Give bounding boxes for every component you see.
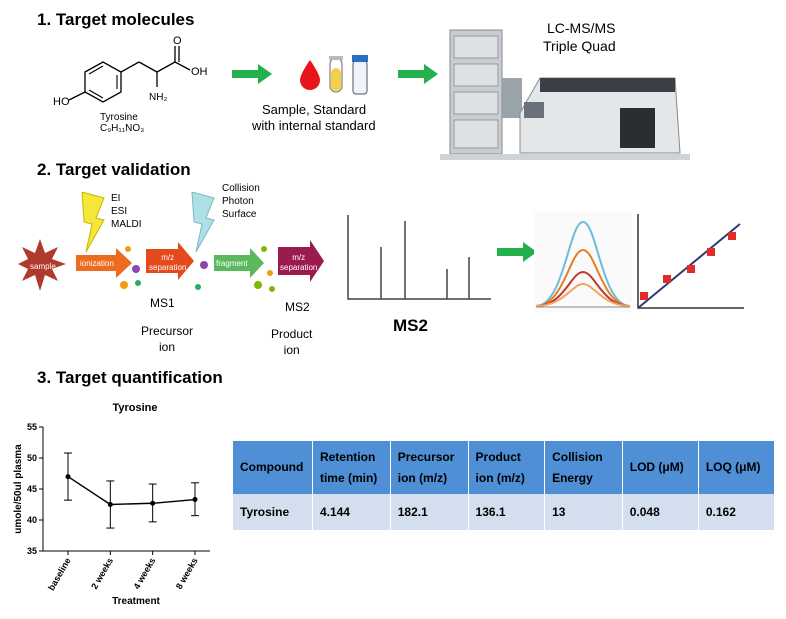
precursor-label: Precursor ion xyxy=(141,323,193,355)
chart-x-axis-label: Treatment xyxy=(112,596,160,607)
flow-mz-separation-label: m/z separation xyxy=(149,253,186,273)
cell-product: 136.1 xyxy=(468,494,546,530)
instrument-label-line2: Triple Quad xyxy=(543,38,616,54)
calibration-curve-image xyxy=(637,214,744,309)
chart-y-tick-label: 40 xyxy=(27,515,37,525)
chart-series-line xyxy=(67,476,196,506)
cell-collision: 13 xyxy=(544,494,623,530)
ms-flow-diagram xyxy=(18,239,324,292)
instrument-label-line1: LC-MS/MS xyxy=(547,20,616,36)
col-header-compound: Compound xyxy=(233,441,313,494)
flow-mz-line: m/z xyxy=(161,253,175,262)
arrow-right-icon xyxy=(497,242,537,262)
tube-yellow-icon xyxy=(329,56,343,93)
tube-blue-icon xyxy=(352,55,368,95)
ionization-method: MALDI xyxy=(111,219,142,230)
arrow-right-icon xyxy=(398,64,438,84)
precursor-line2: ion xyxy=(159,340,176,354)
ionization-method: ESI xyxy=(111,206,128,217)
flow-sample-label: sample xyxy=(30,262,56,271)
ms2-spectrum xyxy=(347,215,491,300)
tyrosine-atom-nh2: NH₂ xyxy=(149,92,167,103)
cell-lod: 0.048 xyxy=(622,494,699,530)
ms2-small-label: MS2 xyxy=(285,300,310,314)
chart-data-point xyxy=(192,497,198,503)
fragmentation-method: Photon xyxy=(222,196,254,207)
chart-y-tick-label: 50 xyxy=(27,453,37,463)
chart-y-tick-label: 45 xyxy=(27,484,37,494)
arrow-right-icon xyxy=(232,64,272,84)
tyrosine-structure: HO O OH NH₂ Tyrosine C₉H₁₁NO₃ xyxy=(53,35,208,132)
product-line2: ion xyxy=(283,343,300,357)
tyrosine-name: Tyrosine xyxy=(100,112,138,123)
chart-x-tick-label: 2 weeks xyxy=(89,556,115,591)
cell-compound: Tyrosine xyxy=(233,494,313,530)
chart-data-point xyxy=(107,502,113,507)
tyrosine-atom-o: O xyxy=(173,35,182,47)
ionization-methods: EI ESI MALDI xyxy=(111,192,142,231)
fragmentation-methods: Collision Photon Surface xyxy=(222,182,260,221)
precursor-line1: Precursor xyxy=(141,324,194,338)
chart-data-point xyxy=(65,474,71,480)
cell-precursor: 182.1 xyxy=(390,494,469,530)
fragmentation-method: Surface xyxy=(222,209,257,220)
ionization-method: EI xyxy=(111,193,121,204)
chart-title: Tyrosine xyxy=(112,402,157,414)
flow-mz-separation2-label: m/z separation xyxy=(280,253,317,273)
product-label: Product ion xyxy=(271,326,312,358)
ms1-label: MS1 xyxy=(150,296,175,310)
fragmentation-method: Collision xyxy=(222,183,260,194)
tyrosine-line-chart: Tyrosine umole/50ul plasma Treatment 35 4… xyxy=(13,402,210,607)
tyrosine-atom-ho: HO xyxy=(53,96,70,108)
chart-data-point xyxy=(150,500,156,506)
chromatogram-image xyxy=(534,212,632,312)
col-header-lod: LOD (μM) xyxy=(622,441,699,494)
cell-retention: 4.144 xyxy=(312,494,391,530)
flow-separation-line: separation xyxy=(280,263,318,272)
blood-drop-icon xyxy=(300,60,320,90)
cell-loq: 0.162 xyxy=(698,494,776,530)
chart-x-tick-label: baseline xyxy=(46,556,73,592)
chart-y-axis-label: umole/50ul plasma xyxy=(13,444,24,534)
flow-fragment-label: fragment xyxy=(216,259,248,268)
section2-title: 2. Target validation xyxy=(37,160,191,179)
chart-y-tick-label: 35 xyxy=(27,546,37,556)
chart-x-tick-label: 4 weeks xyxy=(131,556,157,591)
section3-title: 3. Target quantification xyxy=(37,368,223,387)
product-line1: Product xyxy=(271,327,313,341)
col-header-loq: LOQ (μM) xyxy=(698,441,776,494)
flow-separation-line: separation xyxy=(149,263,187,272)
sample-label-line1: Sample, Standard xyxy=(262,102,367,117)
lightning-yellow-icon xyxy=(81,192,105,253)
sample-label-line2: with internal standard xyxy=(252,118,376,133)
ms2-big-label: MS2 xyxy=(393,316,428,335)
tyrosine-formula: C₉H₁₁NO₃ xyxy=(100,123,144,132)
chart-y-tick-label: 55 xyxy=(27,422,37,432)
section1-title: 1. Target molecules xyxy=(37,10,195,29)
lightning-blue-icon xyxy=(191,192,215,253)
lcms-instrument-image xyxy=(440,29,690,160)
flow-mz-line: m/z xyxy=(292,253,306,262)
flow-ionization-label: ionization xyxy=(80,259,114,268)
chart-x-tick-label: 8 weeks xyxy=(174,556,200,591)
table-row: Tyrosine 4.144 182.1 136.1 13 0.048 0.16… xyxy=(233,494,776,530)
tyrosine-atom-oh: OH xyxy=(191,66,208,78)
